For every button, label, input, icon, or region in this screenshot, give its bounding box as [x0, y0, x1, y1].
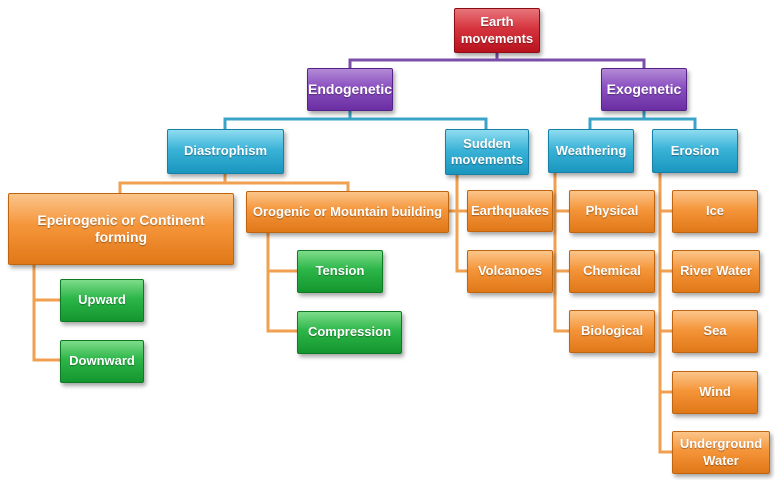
node-label: Compression: [307, 324, 392, 340]
connector-exogenetic-weathering: [588, 111, 646, 129]
node-label: Epeirogenic or Continent forming: [37, 211, 205, 246]
node-label: Physical: [585, 203, 639, 219]
node-biological: Biological: [569, 310, 655, 353]
connector-root-endogenetic: [348, 53, 499, 68]
node-label: Volcanoes: [477, 263, 543, 279]
connector-weathering-leaves: [553, 173, 569, 333]
node-label: Orogenic or Mountain building: [252, 203, 443, 219]
node-label: Chemical: [583, 263, 641, 279]
node-upward: Upward: [60, 279, 144, 322]
connector-sudden-leaves: [455, 175, 467, 273]
node-label: Underground Water: [679, 436, 763, 468]
node-label: Biological: [580, 323, 644, 339]
node-label: Earth movements: [460, 14, 534, 46]
connector-epeirogenic-leaves: [32, 265, 60, 362]
node-ice: Ice: [672, 190, 758, 233]
node-label: Sudden movements: [450, 135, 524, 167]
connector-erosion-leaves: [658, 173, 672, 454]
connector-diastrophism-orogenic: [225, 181, 350, 191]
node-sea: Sea: [672, 310, 758, 353]
node-sudden-movements: Sudden movements: [445, 129, 529, 175]
node-label: River Water: [680, 263, 752, 279]
node-endogenetic: Endogenetic: [307, 68, 393, 111]
node-earthquakes: Earthquakes: [467, 190, 553, 232]
connector-orogenic-leaves: [266, 233, 297, 333]
node-label: Earthquakes: [470, 202, 550, 218]
node-exogenetic: Exogenetic: [601, 68, 687, 111]
node-underground-water: Underground Water: [672, 431, 770, 474]
node-wind: Wind: [672, 371, 758, 414]
node-tension: Tension: [297, 250, 383, 293]
node-physical: Physical: [569, 190, 655, 233]
node-label: Endogenetic: [308, 80, 393, 97]
connector-endogenetic-sudden: [350, 117, 488, 129]
connector-endogenetic-diastrophism: [223, 111, 352, 129]
node-diastrophism: Diastrophism: [167, 129, 284, 174]
node-label: Exogenetic: [606, 80, 682, 97]
node-label: Diastrophism: [183, 143, 268, 159]
node-label: Tension: [315, 263, 365, 279]
connector-diastrophism-epeirogenic: [118, 174, 227, 193]
connector-root-exogenetic: [497, 58, 646, 68]
node-label: Erosion: [670, 142, 720, 158]
node-downward: Downward: [60, 340, 144, 383]
node-erosion: Erosion: [652, 129, 738, 173]
connector-exogenetic-erosion: [644, 117, 697, 129]
node-label: Ice: [705, 203, 725, 219]
node-label: Upward: [78, 292, 126, 308]
node-label: Downward: [69, 353, 135, 369]
node-label: Wind: [699, 384, 731, 400]
node-epeirogenic: Epeirogenic or Continent forming: [8, 193, 234, 265]
node-river-water: River Water: [672, 250, 760, 293]
node-earth-movements: Earth movements: [454, 8, 540, 53]
node-label: Sea: [703, 323, 727, 339]
node-orogenic: Orogenic or Mountain building: [246, 191, 449, 233]
node-label: Weathering: [555, 142, 627, 158]
node-compression: Compression: [297, 311, 402, 354]
node-volcanoes: Volcanoes: [467, 250, 553, 293]
node-chemical: Chemical: [569, 250, 655, 293]
node-weathering: Weathering: [548, 129, 634, 173]
